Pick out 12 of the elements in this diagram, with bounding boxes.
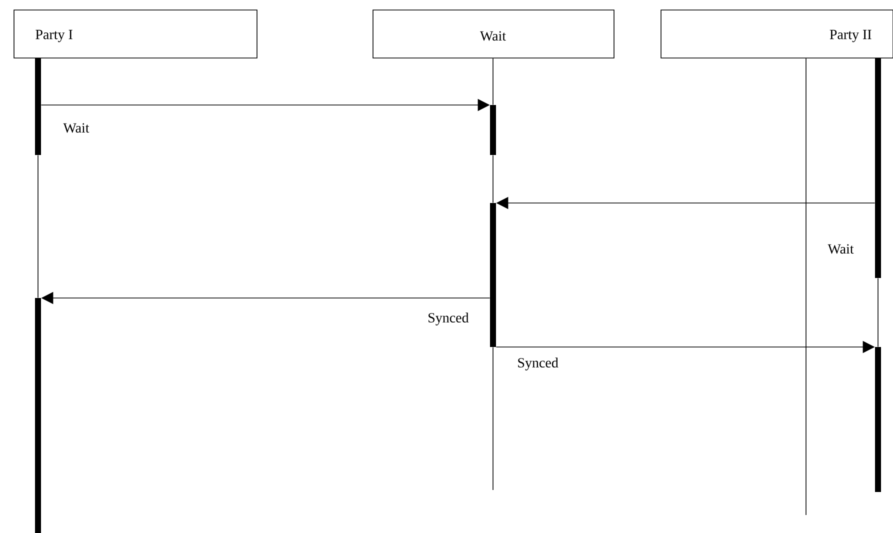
activation-bar xyxy=(875,58,881,278)
lifeline xyxy=(492,346,494,490)
participant-box: Party I xyxy=(14,10,258,58)
activation-bar xyxy=(35,58,41,155)
edge-label: Wait xyxy=(62,122,90,134)
lifeline xyxy=(492,154,494,204)
edge-label: Synced xyxy=(516,356,560,372)
participant-box: Wait xyxy=(372,10,614,58)
edge-label: Wait xyxy=(826,243,855,255)
edge-label: Synced xyxy=(426,312,470,326)
participant-box: Party II xyxy=(660,10,893,58)
lifeline xyxy=(492,58,494,106)
